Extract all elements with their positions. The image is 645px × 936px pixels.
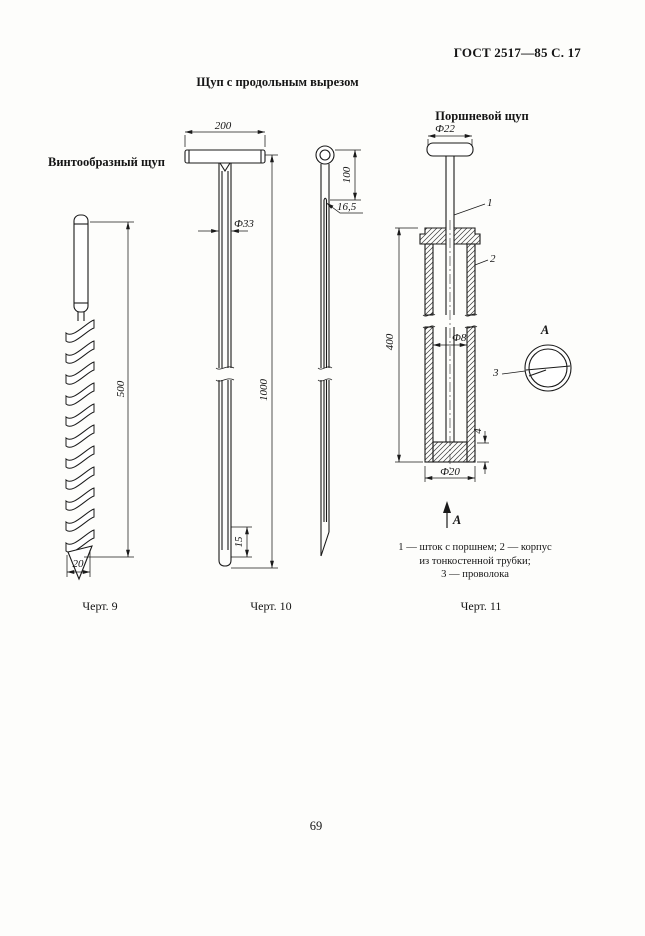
- fig11-legend: 1 — шток с поршнем; 2 — корпус из тонкос…: [390, 541, 560, 582]
- fig10-dim-16-5-label: 16,5: [337, 201, 357, 213]
- part3-leader-line: [501, 370, 526, 375]
- piston-handle: [426, 142, 474, 157]
- part2-leader-line: [474, 259, 489, 266]
- fig9-dim-20-label: 20: [73, 558, 85, 570]
- fig10-dimension-16-5: [326, 202, 363, 214]
- piston-rod-stem: [445, 156, 455, 228]
- legend-line-1: 1 — шток с поршнем; 2 — корпус: [398, 542, 552, 553]
- view-a-arrow-label: А: [452, 513, 461, 527]
- fig10-dimension-200: [184, 130, 266, 147]
- legend-line-3: 3 — проволока: [441, 569, 509, 581]
- piston-body-walls: [422, 243, 478, 463]
- fig11-dim-d22-label: Ф22: [435, 123, 455, 135]
- screw-probe-spiral: [65, 319, 95, 581]
- screw-probe-handle: [73, 214, 89, 321]
- fig9-dim-500-label: 500: [115, 380, 127, 397]
- fig10-dimension-1000: [231, 154, 278, 569]
- screw-probe-tip: [67, 545, 93, 581]
- legend-line-2: из тонкостенной трубки;: [419, 555, 531, 567]
- fig9-caption: Черт. 9: [82, 599, 118, 613]
- piston-head: [432, 441, 468, 463]
- page-number: 69: [309, 819, 323, 833]
- fig11-piston-probe-drawing: Ф22 1: [384, 123, 572, 528]
- wire: [525, 365, 571, 371]
- probe-rod-side-view: [315, 145, 335, 557]
- fig10-longitudinal-probe-drawing: 200 Ф33 1000 15: [184, 120, 363, 569]
- fig11-dim-d8-label: Ф8: [452, 332, 467, 344]
- fig10-dim-200-label: 200: [215, 120, 232, 132]
- view-a-section-circle: [524, 344, 572, 392]
- fig10-dim-15-label: 15: [233, 536, 245, 548]
- fig10-dimension-100: [330, 149, 361, 201]
- probe-t-handle: [184, 149, 266, 173]
- fig11-dimension-d20: [424, 466, 476, 482]
- fig9-dimension-500: [84, 221, 134, 558]
- title-longitudinal-probe: Щуп с продольным вырезом: [196, 75, 359, 89]
- view-a-title-label: А: [540, 323, 549, 337]
- fig10-dim-d33-label: Ф33: [234, 218, 254, 230]
- title-screw-probe: Винтообразный щуп: [48, 155, 165, 169]
- fig11-dimension-400: [395, 227, 423, 463]
- title-piston-probe: Поршневой щуп: [435, 109, 529, 123]
- part1-leader-line: [453, 203, 486, 216]
- fig11-caption: Черт. 11: [460, 599, 502, 613]
- fig10-dimension-15: [231, 526, 252, 558]
- view-a-direction-arrow: [443, 501, 451, 528]
- probe-rod-front-view: [215, 163, 235, 567]
- fig10-dim-100-label: 100: [341, 166, 353, 183]
- fig11-dim-400-label: 400: [384, 333, 396, 350]
- part3-label: 3: [492, 367, 499, 379]
- part1-label: 1: [487, 197, 493, 209]
- fig11-dimension-4: [477, 431, 489, 474]
- fig11-dim-4-label: 4: [472, 428, 484, 434]
- fig9-dimension-20: [66, 550, 91, 577]
- part2-label: 2: [490, 253, 496, 265]
- page-header: ГОСТ 2517—85 С. 17: [453, 45, 581, 60]
- fig10-caption: Черт. 10: [250, 599, 292, 613]
- fig10-dim-1000-label: 1000: [258, 379, 270, 402]
- fig9-screw-probe-drawing: 500 20: [65, 214, 134, 581]
- fig11-dim-d20-label: Ф20: [440, 466, 460, 478]
